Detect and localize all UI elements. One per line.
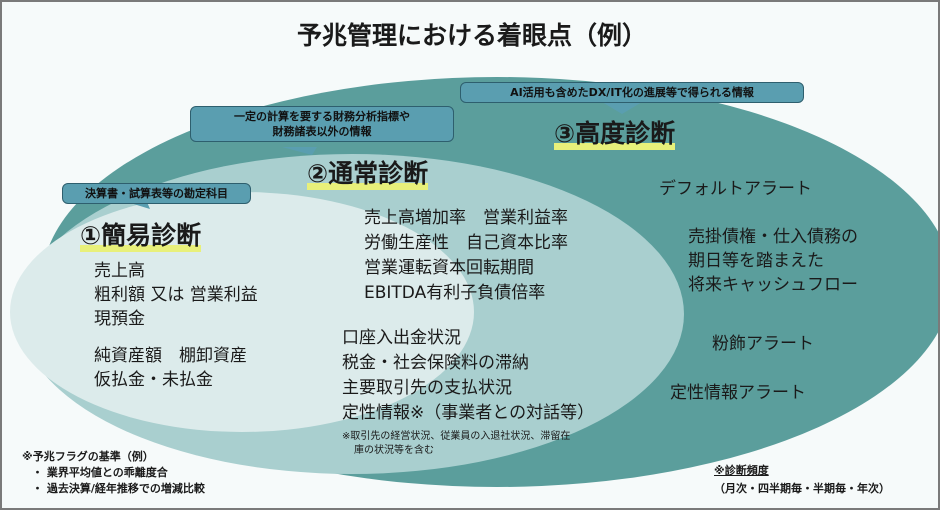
callout-tail-advanced — [602, 102, 642, 114]
callout-normal: 一定の計算を要する財務分析指標や 財務諸表以外の情報 — [190, 106, 454, 142]
item: 粉飾アラート — [712, 334, 814, 354]
callout-line: 財務諸表以外の情報 — [272, 125, 372, 138]
item: 定性情報アラート — [670, 383, 806, 403]
item: 期日等を踏まえた — [688, 251, 824, 271]
frequency-title: ※診断頻度 — [714, 464, 769, 477]
item: 定性情報※（事業者との対話等） — [342, 403, 595, 423]
item: 主要取引先の支払状況 — [342, 378, 512, 398]
page-title: 予兆管理における着眼点（例） — [296, 21, 647, 50]
item: EBITDA有利子負債倍率 — [364, 283, 546, 303]
item: 営業運転資本回転期間 — [364, 258, 534, 278]
item: 口座入出金状況 — [342, 328, 461, 348]
item: デフォルトアラート — [659, 179, 812, 199]
callout-tail-normal — [282, 147, 317, 155]
callout-simple: 決算書・試算表等の勘定科目 — [62, 183, 251, 204]
heading-advanced: ③高度診断 — [554, 114, 676, 150]
item: 売上高 — [94, 261, 145, 281]
heading-normal: ②通常診断 — [307, 154, 429, 190]
item: 純資産額 棚卸資産 — [94, 346, 247, 366]
item: 粗利額 又は 営業利益 — [94, 285, 258, 305]
callout-line: 一定の計算を要する財務分析指標や — [234, 110, 410, 123]
note: ※取引先の経営状況、従業員の入退社状況、滞留在 — [342, 431, 571, 442]
item: 将来キャッシュフロー — [688, 275, 858, 295]
flags-title: ※予兆フラグの基準（例） — [22, 450, 154, 463]
flag-item: ・ 過去決算/経年推移での増減比較 — [32, 482, 205, 495]
flag-item: ・ 業界平均値との乖離度合 — [32, 466, 168, 479]
inner-ellipse-simple — [10, 192, 474, 432]
item: 税金・社会保険料の滞納 — [342, 353, 529, 373]
note: 庫の状況等を含む — [354, 445, 434, 456]
item: 現預金 — [94, 309, 145, 329]
item: 仮払金・未払金 — [94, 370, 213, 390]
item: 労働生産性 自己資本比率 — [364, 233, 568, 253]
callout-advanced: AI活用も含めたDX/IT化の進展等で得られる情報 — [460, 82, 804, 103]
item: 売掛債権・仕入債務の — [688, 227, 858, 247]
item: 売上高増加率 営業利益率 — [364, 208, 568, 228]
heading-simple: ①簡易診断 — [80, 216, 202, 252]
frequency-detail: （月次・四半期毎・半期毎・年次） — [714, 482, 890, 495]
